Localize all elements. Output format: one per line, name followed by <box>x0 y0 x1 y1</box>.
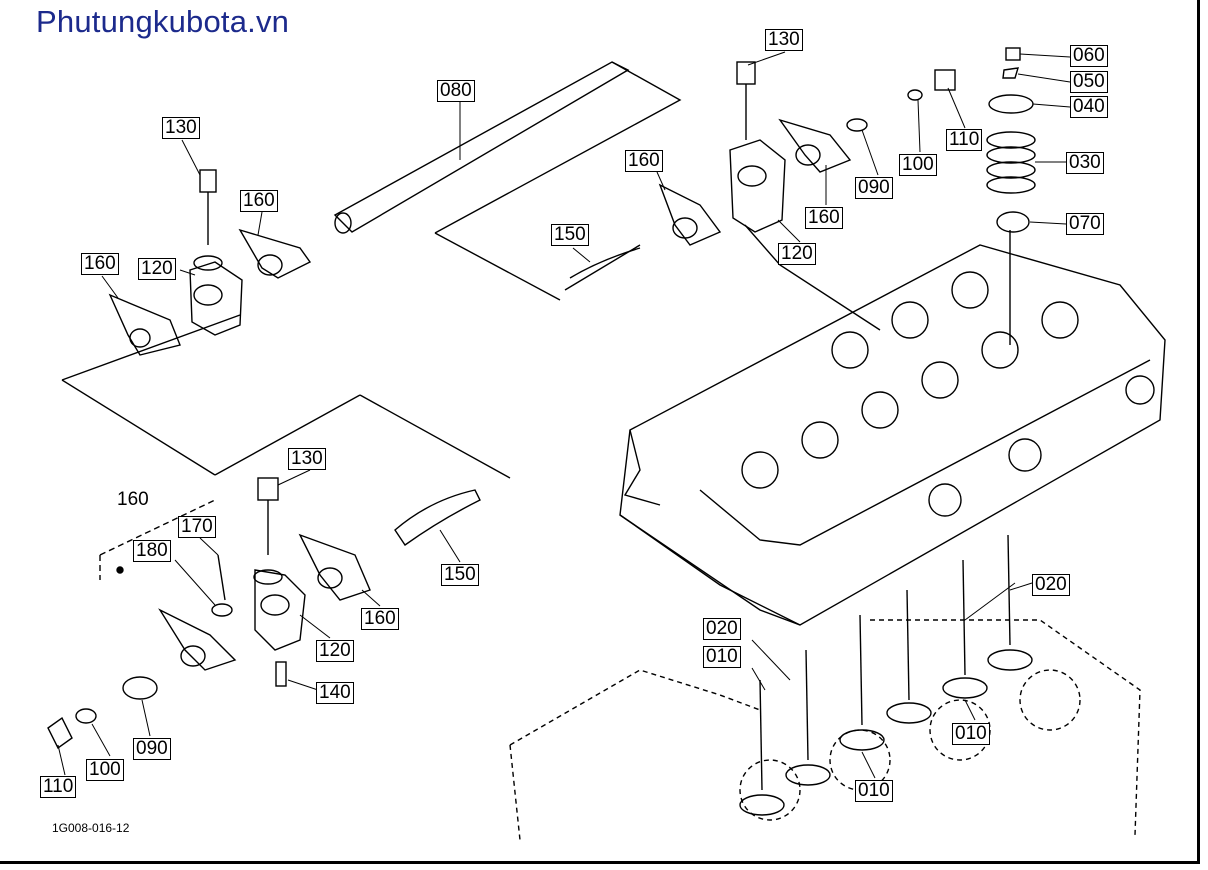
callout-170[interactable]: 170 <box>178 516 216 538</box>
callout-090-upper[interactable]: 090 <box>855 177 893 199</box>
callout-010-left[interactable]: 010 <box>703 646 741 668</box>
cylinder-head <box>619 244 1166 626</box>
callout-120-upper-left[interactable]: 120 <box>138 258 176 280</box>
callout-050[interactable]: 050 <box>1070 71 1108 93</box>
valves <box>739 534 1033 816</box>
callout-160-upper-left-a[interactable]: 160 <box>240 190 278 212</box>
callout-100-upper[interactable]: 100 <box>899 154 937 176</box>
callout-010-right[interactable]: 010 <box>952 723 990 745</box>
callout-130-lower[interactable]: 130 <box>288 448 326 470</box>
callout-160-upper-right[interactable]: 160 <box>805 207 843 229</box>
callout-120-lower[interactable]: 120 <box>316 640 354 662</box>
callout-160-upper-left-b[interactable]: 160 <box>81 253 119 275</box>
valve-spring-stack <box>986 47 1036 345</box>
callout-100-lower[interactable]: 100 <box>86 759 124 781</box>
callout-080[interactable]: 080 <box>437 80 475 102</box>
callout-160-lower-right[interactable]: 160 <box>361 608 399 630</box>
callout-180[interactable]: 180 <box>133 540 171 562</box>
callout-020-right[interactable]: 020 <box>1032 574 1070 596</box>
callout-150-lower[interactable]: 150 <box>441 564 479 586</box>
rocker-assembly-right <box>564 61 956 331</box>
callout-060[interactable]: 060 <box>1070 45 1108 67</box>
drawing-code: 1G008-016-12 <box>52 821 130 835</box>
rocker-assembly-left <box>61 169 511 479</box>
callout-130-upper-left[interactable]: 130 <box>162 117 200 139</box>
callout-110-upper[interactable]: 110 <box>946 129 983 151</box>
callout-090-lower[interactable]: 090 <box>133 738 171 760</box>
cylinder-block <box>509 619 1141 841</box>
rocker-assembly-lower <box>47 477 481 750</box>
callout-130-upper-right[interactable]: 130 <box>765 29 803 51</box>
callout-020-left[interactable]: 020 <box>703 618 741 640</box>
rocker-shaft <box>333 61 682 301</box>
callout-160-upper-mid[interactable]: 160 <box>625 150 663 172</box>
callout-120-upper-right[interactable]: 120 <box>778 243 816 265</box>
callout-070[interactable]: 070 <box>1066 213 1104 235</box>
callout-160-lower-left[interactable]: 160 <box>117 489 149 510</box>
callout-040[interactable]: 040 <box>1070 96 1108 118</box>
callout-010-mid[interactable]: 010 <box>855 780 893 802</box>
callout-030[interactable]: 030 <box>1066 152 1104 174</box>
leader-lines <box>57 51 1071 779</box>
callout-150-upper[interactable]: 150 <box>551 224 589 246</box>
callout-140[interactable]: 140 <box>316 682 354 704</box>
callout-110-lower[interactable]: 110 <box>40 776 77 798</box>
brand-logo-text: Phutungkubota.vn <box>36 4 290 39</box>
